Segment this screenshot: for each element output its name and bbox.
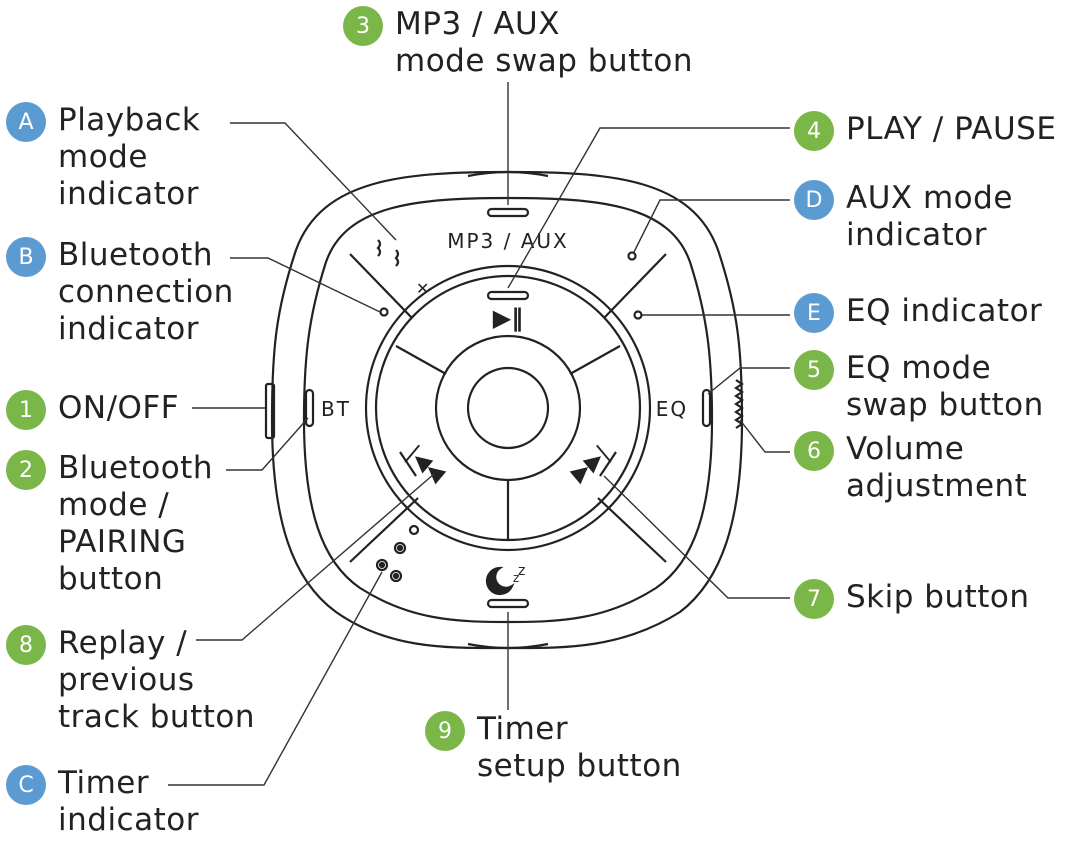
callout-d-label: AUX mode indicator — [846, 180, 1013, 253]
callout-c: C Timer indicator — [6, 765, 199, 839]
callout-e-badge: E — [794, 293, 834, 333]
moon-icon — [485, 566, 515, 596]
leader-a — [230, 122, 397, 241]
volume-wheel — [734, 379, 744, 429]
callout-3-label: MP3 / AUX mode swap button — [395, 6, 694, 79]
control-ring-outer — [364, 264, 652, 552]
callout-1-label: ON/OFF — [58, 390, 180, 426]
callout-4: 4 PLAY / PAUSE — [794, 111, 1056, 151]
callout-b: B Bluetooth connection indicator — [6, 237, 234, 348]
callout-7-label: Skip button — [846, 579, 1030, 615]
previous-icon: |◀◀ — [402, 441, 450, 487]
leader-c — [168, 571, 383, 786]
callout-d: D AUX mode indicator — [794, 180, 1013, 254]
mp3-aux-device-label: MP3 / AUX — [447, 229, 569, 253]
callout-b-label: Bluetooth connection indicator — [58, 237, 234, 347]
callout-2: 2 Bluetooth mode / PAIRING button — [6, 450, 213, 598]
callout-e: E EQ indicator — [794, 293, 1042, 333]
leader-5 — [707, 367, 790, 395]
callout-a-badge: A — [6, 102, 46, 142]
callout-2-badge: 2 — [6, 450, 46, 490]
center-ring — [434, 334, 582, 482]
callout-9-label: Timer setup button — [477, 711, 682, 784]
callout-1: 1 ON/OFF — [6, 390, 179, 430]
play-pause-icon: ▶‖ — [493, 304, 523, 332]
callout-8-badge: 8 — [6, 625, 46, 665]
callout-d-badge: D — [794, 180, 834, 220]
callout-5-badge: 5 — [794, 350, 834, 390]
callout-3-badge: 3 — [343, 6, 383, 46]
callout-7-badge: 7 — [794, 579, 834, 619]
svg-text:z: z — [518, 563, 525, 579]
callout-c-label: Timer indicator — [58, 765, 199, 838]
callout-6-label: Volume adjustment — [846, 431, 1028, 504]
callout-6-badge: 6 — [794, 431, 834, 471]
leader-6 — [739, 419, 790, 453]
leader-7 — [603, 475, 790, 599]
callout-4-label: PLAY / PAUSE — [846, 111, 1057, 147]
center-button — [466, 366, 550, 450]
leader-4 — [507, 127, 790, 289]
callout-5: 5 EQ mode swap button — [794, 350, 1044, 424]
svg-text:✕: ✕ — [416, 279, 429, 298]
callout-a-label: Playback mode indicator — [58, 102, 201, 212]
leader-2 — [226, 417, 309, 471]
callout-9: 9 Timer setup button — [425, 711, 682, 785]
leader-b — [230, 257, 381, 313]
callout-8: 8 Replay / previous track button — [6, 625, 255, 736]
callout-c-badge: C — [6, 765, 46, 805]
callout-7: 7 Skip button — [794, 579, 1030, 619]
leader-8 — [196, 473, 435, 641]
callout-1-badge: 1 — [6, 390, 46, 430]
on-off-switch — [264, 382, 276, 440]
callout-4-badge: 4 — [794, 111, 834, 151]
callout-2-label: Bluetooth mode / PAIRING button — [58, 450, 213, 597]
callout-e-label: EQ indicator — [846, 293, 1043, 329]
callout-8-label: Replay / previous track button — [58, 625, 255, 735]
callout-9-badge: 9 — [425, 711, 465, 751]
skip-icon: ▶▶| — [567, 441, 615, 487]
eq-device-label: EQ — [656, 397, 688, 421]
callout-3: 3 MP3 / AUX mode swap button — [343, 6, 693, 80]
callout-6: 6 Volume adjustment — [794, 431, 1027, 505]
callout-b-badge: B — [6, 237, 46, 277]
bt-device-label: BT — [321, 397, 351, 421]
svg-text:z: z — [513, 571, 519, 585]
callout-a: A Playback mode indicator — [6, 102, 200, 213]
leader-d — [633, 199, 790, 253]
callout-5-label: EQ mode swap button — [846, 350, 1044, 423]
